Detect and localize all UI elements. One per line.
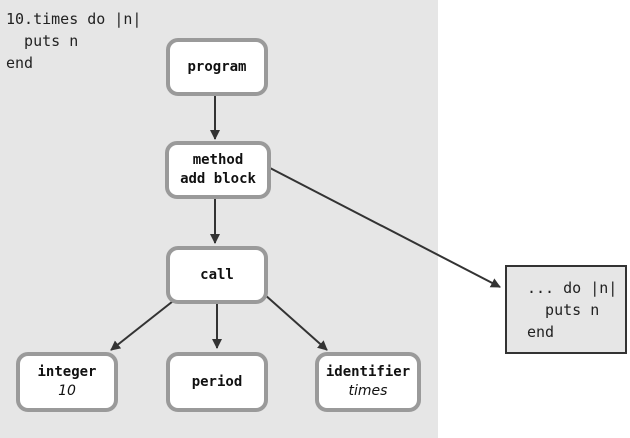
node-label: call <box>200 266 234 283</box>
method-node: method add block <box>165 141 271 199</box>
edge-method-result <box>269 167 501 288</box>
result-line: ... do |n| <box>527 279 618 297</box>
node-label: program <box>187 58 247 75</box>
integer-node: integer 10 <box>16 352 118 412</box>
identifier-node: identifier times <box>315 352 421 412</box>
source-code: 10.times do |n| puts n end <box>6 8 141 74</box>
node-sublabel: add block <box>180 171 256 187</box>
call-node: call <box>166 246 268 304</box>
node-value: times <box>348 383 388 399</box>
code-line: 10.times do |n| <box>6 10 142 28</box>
program-node: program <box>166 38 268 96</box>
period-node: period <box>166 352 268 412</box>
result-line: end <box>527 323 555 341</box>
node-label: period <box>191 373 243 390</box>
node-label: method <box>192 152 244 168</box>
edge-call-identifier <box>263 293 328 351</box>
result-box: ... do |n| puts n end <box>505 265 627 354</box>
node-value: 10 <box>58 383 76 399</box>
code-line: puts n <box>6 32 79 50</box>
result-line: puts n <box>527 301 600 319</box>
node-label: identifier <box>325 364 411 380</box>
node-label: integer <box>37 364 97 380</box>
edge-call-integer <box>110 293 183 351</box>
code-line: end <box>6 54 34 72</box>
